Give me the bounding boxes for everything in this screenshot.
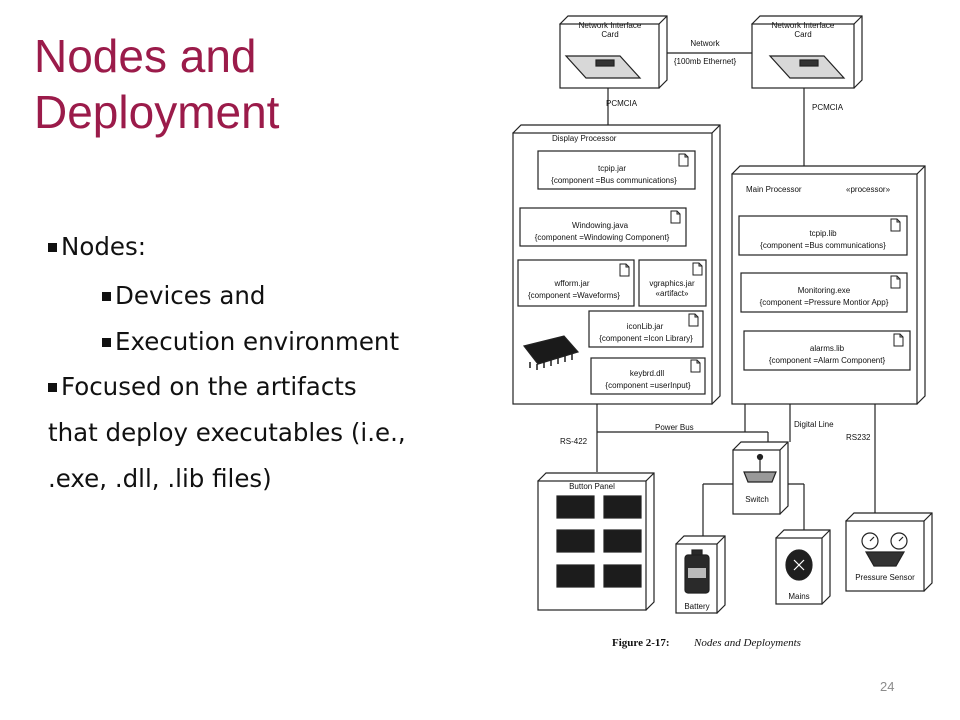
artifact-tcpip-jar [537,150,696,190]
nic-right-label-2: Card [794,30,811,39]
switch-label: Switch [745,495,769,504]
nic-left-label-1: Network Interface [579,21,642,30]
artifact-keybrd-dll [590,357,706,395]
power-bus-label: Power Bus [655,423,694,432]
bullet-devices: Devices and [102,281,265,310]
artifact-document-icon [690,359,701,373]
bullet-focused-line2: that deploy executables (i.e., [48,418,406,447]
bullet-execution-environment: Execution environment [102,327,399,356]
artifact-document-icon [890,218,901,232]
bullet-square-icon [102,338,111,347]
artifact-name: iconLib.jar [627,322,664,331]
artifact-name: Windowing.java [572,221,629,230]
artifact-tag: {component =Bus communications} [760,241,886,250]
artifact-iconlib-jar [588,310,704,348]
artifact-document-icon [893,333,904,347]
artifact-document-icon [619,263,630,277]
node-mains [775,529,831,605]
artifact-tag: {component =Icon Library} [599,334,693,343]
connector-lines [596,52,876,536]
node-battery [675,535,726,614]
artifact-document-icon [688,313,699,327]
node-button-panel [537,472,655,611]
rs232-label: RS232 [846,433,871,442]
artifact-name: wfform.jar [554,279,590,288]
button-panel-label: Button Panel [569,482,615,491]
chip-icon [522,335,580,370]
pressure-sensor-label: Pressure Sensor [855,573,915,582]
bullet-focused-line3: .exe, .dll, .lib files) [48,464,272,493]
page-number: 24 [880,679,895,694]
artifact-tag: «artifact» [656,289,689,298]
pcmcia-left-label: PCMCIA [606,99,638,108]
node-switch [732,441,789,515]
pcmcia-right-label: PCMCIA [812,103,844,112]
artifact-name: Monitoring.exe [798,286,851,295]
mains-label: Mains [788,592,809,601]
artifact-document-icon [670,210,681,224]
display-processor-label: Display Processor [552,134,617,143]
main-processor-label: Main Processor [746,185,802,194]
slide-title: Nodes and Deployment [34,28,464,140]
node-display-processor [512,124,721,405]
artifact-name: tcpip.jar [598,164,626,173]
artifact-monitoring-exe [740,272,908,313]
artifact-tag: {component =Pressure Montior App} [760,298,889,307]
battery-label: Battery [684,602,709,611]
network-label: Network [690,39,720,48]
artifact-name: vgraphics.jar [649,279,695,288]
node-nic-left [559,15,668,89]
artifact-tag: {component =Windowing Component} [535,233,670,242]
figure-caption: Figure 2-17: Nodes and Deployments [612,637,801,649]
digital-line-label: Digital Line [794,420,834,429]
bullet-nodes: Nodes: [48,232,146,261]
node-main-processor [731,165,926,405]
artifact-document-icon [890,275,901,289]
slide-title-line1: Nodes and [34,30,257,82]
artifact-document-icon [692,262,703,276]
caption-title: Nodes and Deployments [693,637,801,649]
artifact-name: tcpip.lib [809,229,837,238]
bullet-square-icon [102,292,111,301]
artifact-tag: {component =Waveforms} [528,291,620,300]
nic-right-label-1: Network Interface [772,21,835,30]
slide-title-line2: Deployment [34,86,280,138]
artifact-document-icon [678,153,689,167]
rs422-label: RS-422 [560,437,588,446]
caption-number: Figure 2-17: [612,637,670,649]
mains-plug-icon [785,549,813,581]
artifact-windowing-java [519,207,687,247]
node-pressure-sensor [845,512,933,592]
bullet-square-icon [48,243,57,252]
artifact-tcpip-lib [738,215,908,256]
artifact-alarms-lib [743,330,911,371]
artifact-wfform-jar [517,259,635,307]
switch-lever-icon [743,453,777,483]
artifact-name: alarms.lib [810,344,845,353]
battery-icon [684,549,710,594]
processor-stereotype-label: «processor» [846,185,891,194]
bullet-focused: Focused on the artifacts [48,372,357,401]
network-tag-label: {100mb Ethernet} [674,57,737,66]
nic-left-label-2: Card [601,30,618,39]
bullet-square-icon [48,383,57,392]
pressure-gauge-icon [861,532,908,567]
artifact-tag: {component =Alarm Component} [769,356,886,365]
artifact-tag: {component =userInput} [605,381,691,390]
artifact-tag: {component =Bus communications} [551,176,677,185]
artifact-name: keybrd.dll [630,369,664,378]
node-nic-right [751,15,863,89]
